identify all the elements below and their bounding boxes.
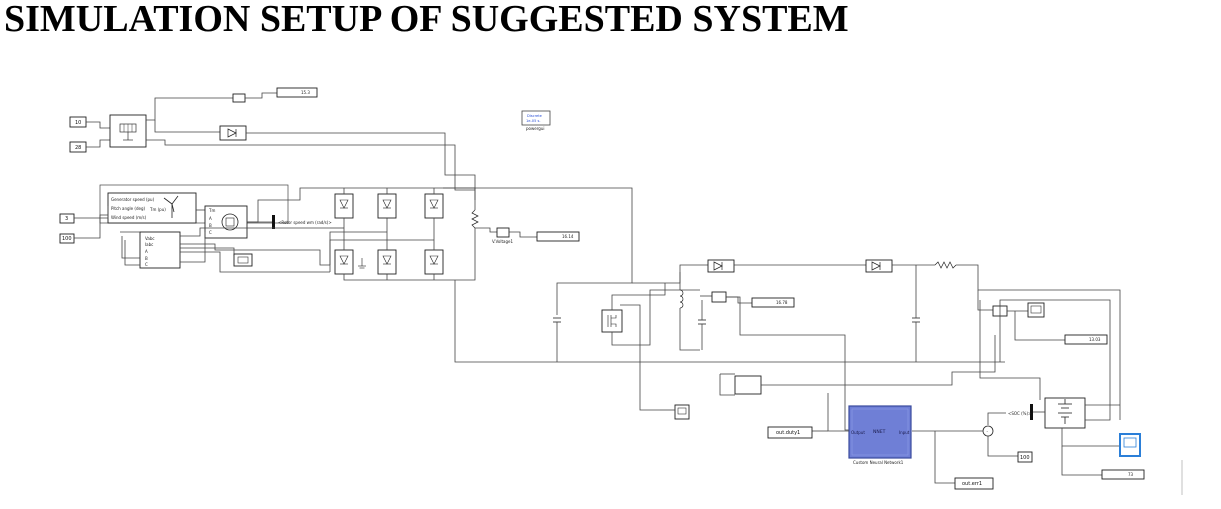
solar-panel-icon (119, 123, 137, 141)
rectifier-switch-4[interactable] (334, 249, 354, 275)
sum-block[interactable] (982, 425, 994, 437)
resistor-icon (471, 209, 479, 229)
mosfet-switch[interactable] (601, 309, 623, 333)
capacitor-right-icon (912, 317, 920, 323)
duty-outport-label: out.duty1 (776, 430, 800, 436)
product-block[interactable] (232, 93, 246, 103)
temperature-value: 28 (75, 145, 81, 151)
inductor-icon (679, 289, 684, 309)
error-outport[interactable] (954, 477, 994, 490)
bottom-right-display[interactable] (1101, 469, 1145, 480)
rect-voltage-value: 16.14 (562, 234, 574, 239)
dc-dc-converter: 16.78 13.03 (553, 200, 1121, 431)
powergui-mode: Discrete (527, 114, 543, 118)
duty-outport[interactable] (767, 426, 813, 439)
ref-constant[interactable] (1017, 451, 1033, 463)
bottom-right-value: 73 (1128, 472, 1134, 477)
selected-scope[interactable] (1119, 433, 1141, 457)
voltage-meas-label: V.Voltage1 (492, 239, 513, 244)
diode-icon (227, 128, 237, 138)
svg-text:Iabc: Iabc (145, 242, 153, 247)
svg-text:B: B (145, 256, 148, 261)
rectifier-switch-5[interactable] (377, 249, 397, 275)
wind-speed-constant[interactable] (59, 233, 75, 244)
ground-icon (358, 258, 366, 269)
rectifier-switch-3[interactable] (424, 193, 444, 219)
ref-value: 100 (1020, 455, 1030, 461)
boost-diode-block[interactable] (707, 259, 735, 273)
pitch-port-label: Pitch angle (deg) (111, 206, 145, 211)
gen-speed-port-label: Generator speed (pu) (111, 197, 155, 202)
output-resistor-icon (934, 261, 957, 269)
powergui-ts: 1e-05 s. (526, 119, 541, 123)
rectifier-switch-2[interactable] (377, 193, 397, 219)
svg-text:-: - (987, 429, 989, 434)
irradiance-value: 10 (75, 120, 81, 126)
error-outport-label: out.err1 (962, 481, 982, 487)
rectifier-bridge: V.Voltage1 16.14 (329, 187, 1005, 363)
pwm-generator-block[interactable] (734, 375, 762, 395)
wind-section: 3 100 Generator speed (pu) Pitch angle (… (59, 184, 633, 273)
converter-mid-display[interactable] (751, 297, 795, 308)
svg-text:Vabc: Vabc (145, 236, 155, 241)
generator-icon (221, 213, 239, 231)
converter-right-display[interactable] (1064, 334, 1108, 345)
converter-right-value: 13.03 (1089, 337, 1101, 342)
battery-icon (1058, 399, 1072, 424)
neural-network-section: NNET Output Input Custom Neural Network1… (767, 393, 912, 465)
powergui-name: powergui (526, 126, 544, 131)
rotor-speed-label: <Rotor speed wm (rad/s)> (278, 220, 332, 225)
svg-text:B: B (209, 223, 212, 228)
battery-bus (1030, 404, 1033, 420)
svg-text:Tm: Tm (208, 208, 215, 213)
product-block-2[interactable] (711, 291, 727, 303)
converter-mid-value: 16.78 (776, 300, 788, 305)
nn-output-port: Output (851, 430, 865, 435)
neural-network-block[interactable] (848, 405, 912, 459)
pv-power-display[interactable] (276, 87, 318, 98)
powergui-block[interactable]: Discrete 1e-05 s. powergui (521, 110, 551, 131)
tm-port-label: Tm (pu) (149, 207, 166, 212)
battery-section: <SOC (%)> - 100 out.err1 73 (912, 299, 1183, 495)
pitch-constant[interactable] (59, 213, 75, 224)
svg-text:C: C (145, 262, 148, 267)
capacitor-left-icon (553, 317, 561, 323)
nn-label: NNET (873, 429, 886, 435)
pv-diode-block[interactable] (219, 125, 247, 141)
voltage-measurement-block[interactable] (496, 227, 510, 238)
duty-scope[interactable] (674, 404, 690, 420)
pv-section: 10 28 15.3 (69, 87, 476, 200)
converter-scope[interactable] (1027, 302, 1045, 318)
demux-bus (272, 215, 275, 229)
output-diode-block[interactable] (865, 259, 893, 273)
wind-turbine-icon (163, 195, 179, 218)
pv-power-value: 15.3 (301, 90, 310, 95)
wind-speed-value: 100 (62, 236, 72, 242)
measurement-block[interactable] (139, 231, 181, 269)
svg-text:C: C (209, 230, 212, 235)
rect-voltage-display[interactable] (536, 231, 580, 242)
wind-scope[interactable] (233, 253, 253, 267)
svg-text:A: A (209, 216, 212, 221)
wind-port-label: Wind speed (m/s) (111, 215, 147, 220)
svg-text:A: A (145, 249, 148, 254)
nn-name: Custom Neural Network1 (853, 460, 904, 465)
capacitor-mid-icon (698, 319, 706, 325)
page-title: SIMULATION SETUP OF SUGGESTED SYSTEM (4, 0, 849, 40)
nn-input-port: Input (899, 430, 910, 435)
rectifier-switch-1[interactable] (334, 193, 354, 219)
soc-label: <SOC (%)> (1008, 411, 1031, 416)
rectifier-switch-6[interactable] (424, 249, 444, 275)
pitch-value: 3 (65, 216, 68, 222)
